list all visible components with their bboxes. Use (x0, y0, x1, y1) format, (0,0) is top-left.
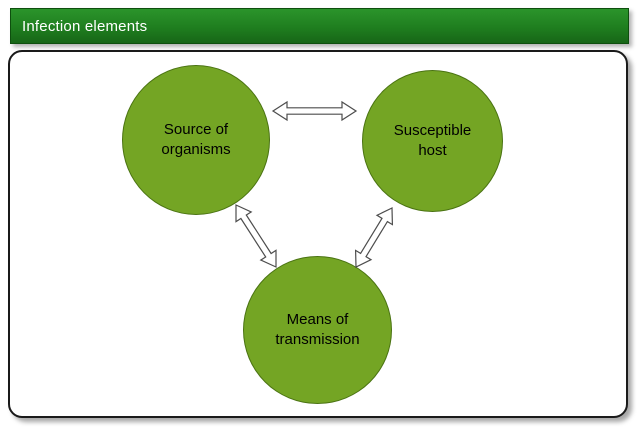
node-source-of-organisms: Source of organisms (122, 65, 270, 215)
page-title: Infection elements (22, 17, 148, 35)
node-susceptible-host: Susceptible host (362, 70, 503, 212)
header-bar: Infection elements (10, 8, 629, 44)
node-label-line: transmission (275, 331, 360, 348)
node-label-line: Source of (163, 120, 229, 138)
node-label-line: Susceptible (393, 121, 472, 139)
node-label-line: Means of (286, 310, 349, 328)
node-means-of-transmission: Means of transmission (243, 256, 392, 404)
node-label-line: host (418, 142, 447, 159)
node-label-line: organisms (161, 141, 231, 158)
